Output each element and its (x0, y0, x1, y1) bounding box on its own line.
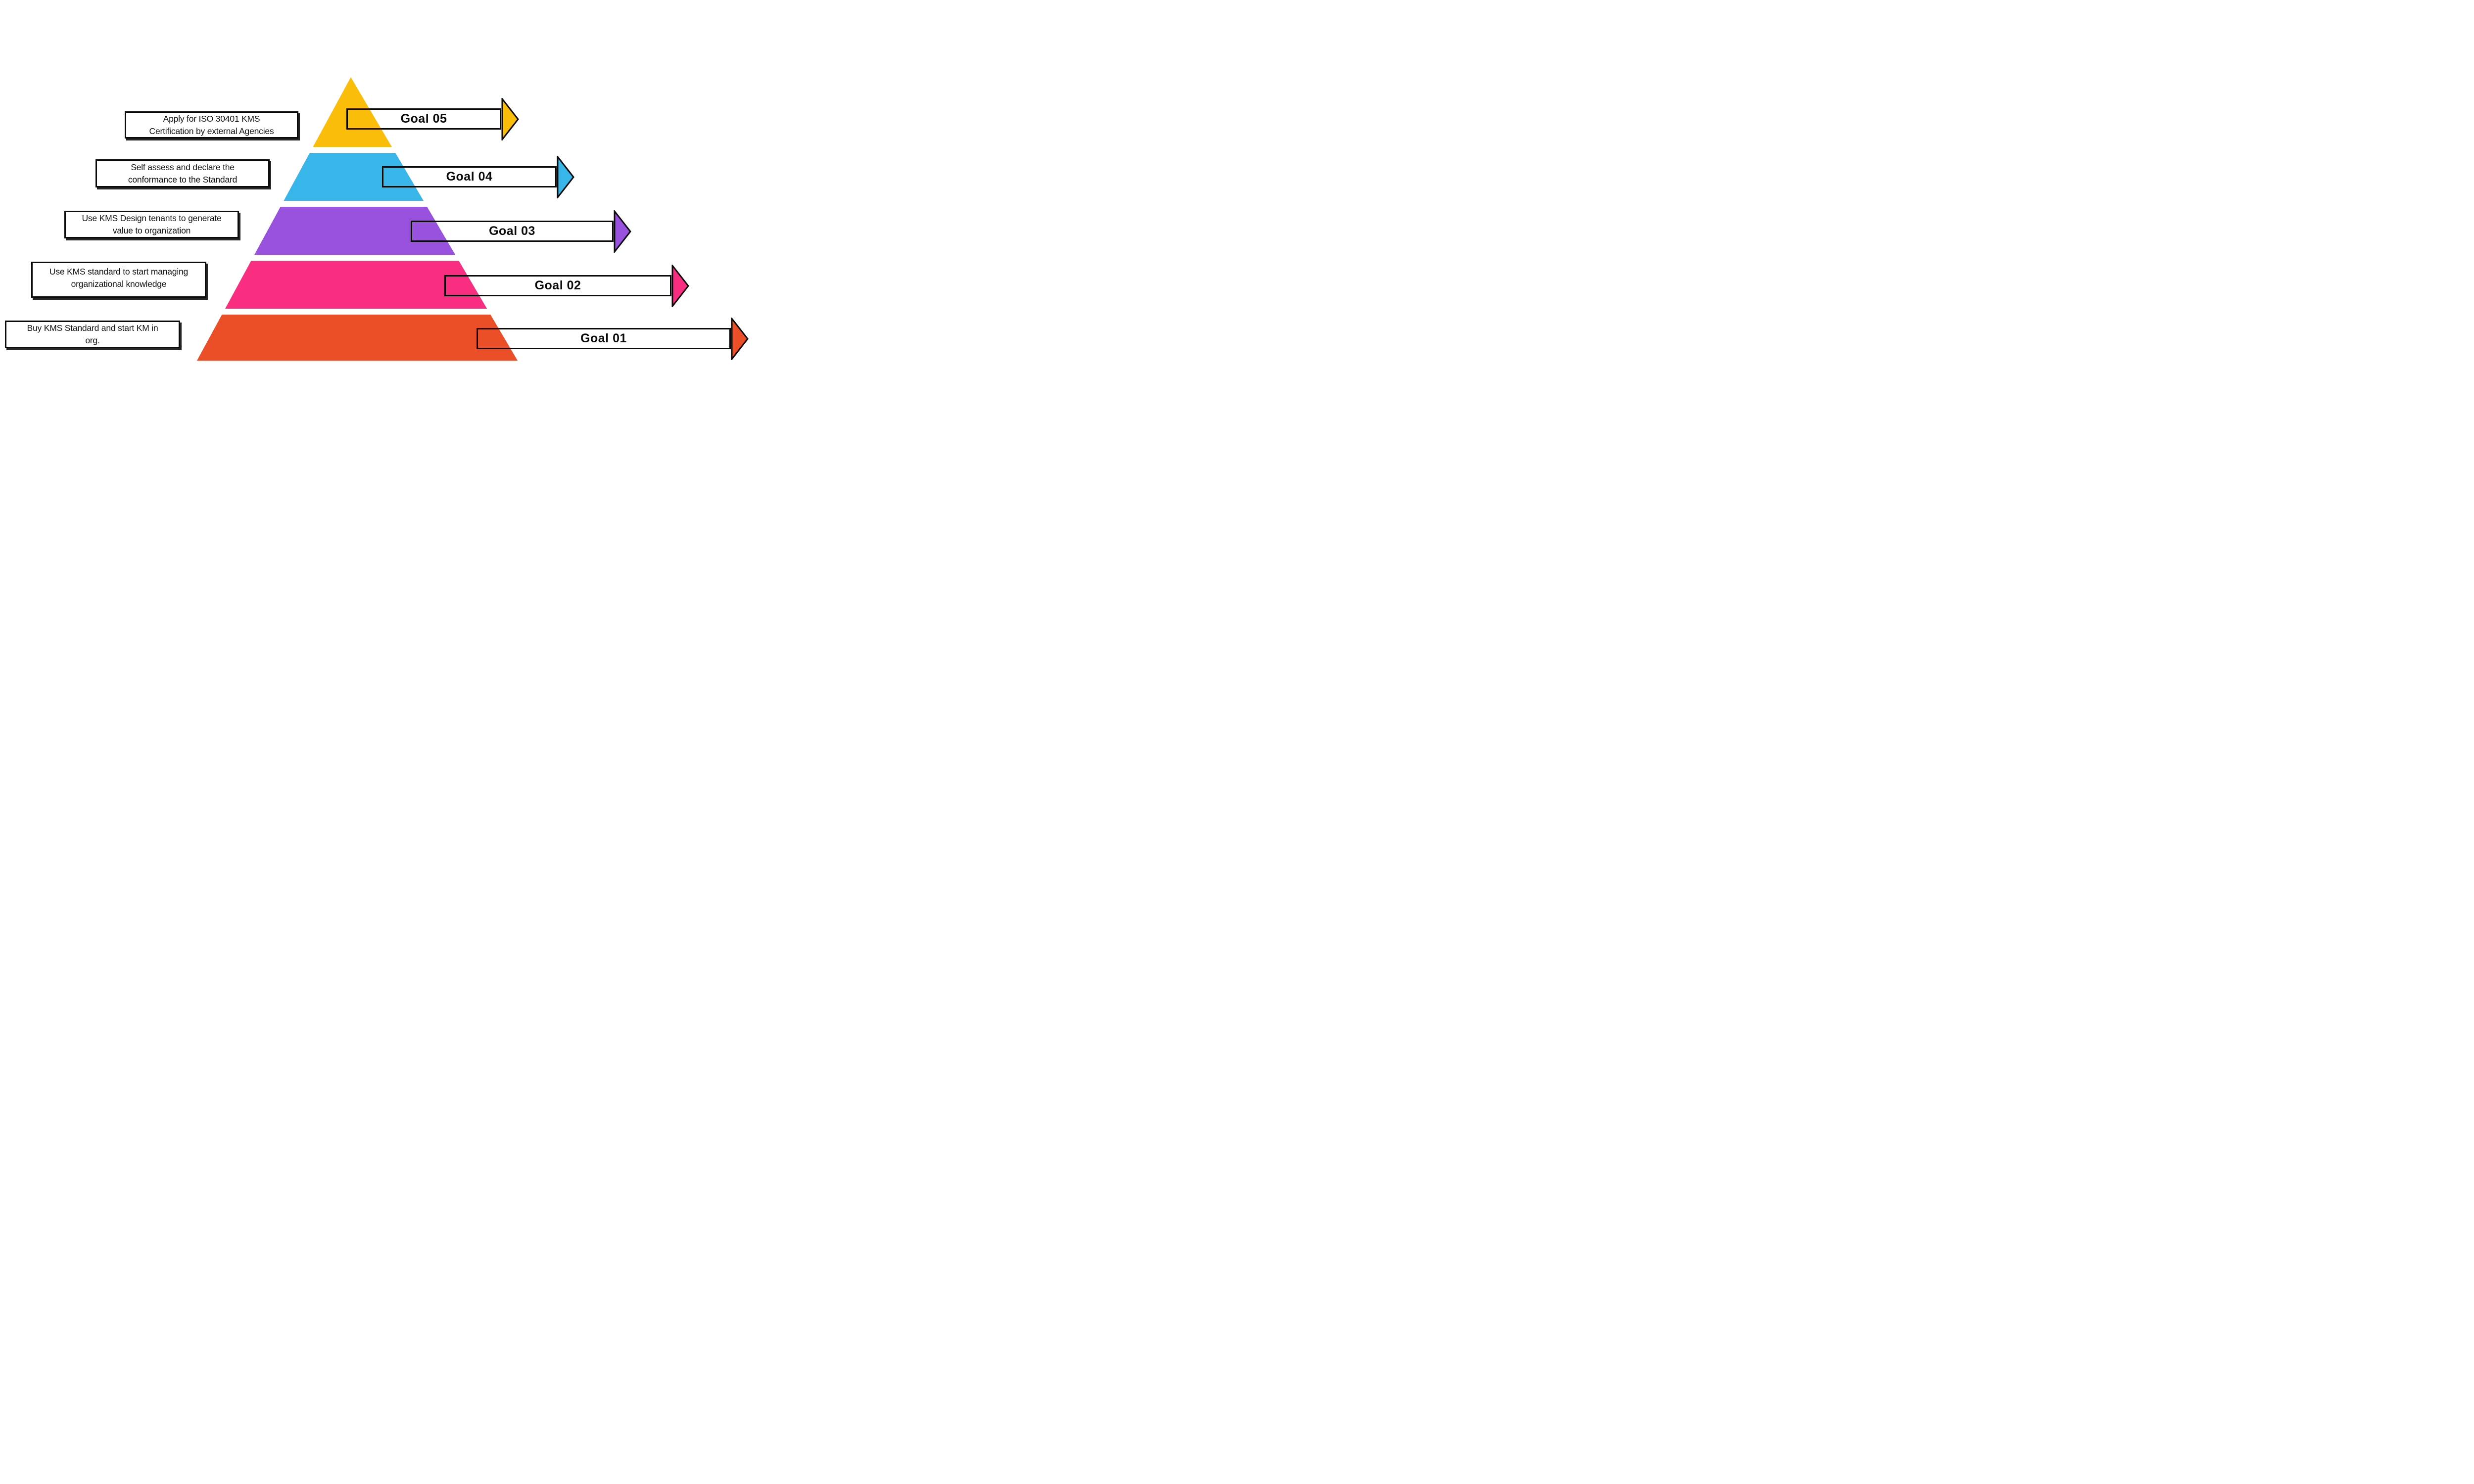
goal-04-arrowhead-icon (557, 156, 574, 198)
goal-05-arrowhead-icon (501, 98, 519, 140)
goal-02-description-line1: Use KMS standard to start managing (49, 267, 189, 277)
goal-05-description-line2: Certification by external Agencies (149, 126, 274, 136)
goal-05-description-box: Apply for ISO 30401 KMS Certification by… (125, 111, 298, 139)
goal-04-arrow: Goal 04 (382, 156, 574, 198)
goal-04-label: Goal 04 (446, 170, 493, 184)
goal-02-arrow-shaft: Goal 02 (444, 275, 671, 296)
goal-01-description-line2: org. (85, 335, 100, 345)
goal-03-description-box: Use KMS Design tenants to generate value… (64, 211, 239, 238)
goal-04-description-line2: conformance to the Standard (128, 174, 238, 185)
goal-04-arrow-shaft: Goal 04 (382, 166, 557, 187)
pyramid-goals-diagram: Goal 05 Goal 04 Goal 03 Goal 02 (0, 0, 760, 427)
goal-01-arrow-shaft: Goal 01 (476, 328, 731, 349)
pyramid (197, 77, 518, 361)
goal-02-description-box: Use KMS standard to start managing organ… (31, 262, 206, 298)
goal-03-arrowhead-icon (614, 210, 631, 253)
goal-02-label: Goal 02 (534, 278, 581, 292)
goal-05-arrow: Goal 05 (346, 98, 519, 140)
goal-01-description-box: Buy KMS Standard and start KM in org. (5, 321, 180, 348)
goal-01-label: Goal 01 (580, 331, 627, 345)
goal-01-arrow: Goal 01 (476, 318, 749, 360)
goal-02-arrowhead-icon (671, 265, 689, 307)
goal-05-description-line1: Apply for ISO 30401 KMS (163, 113, 260, 124)
goal-03-label: Goal 03 (489, 224, 535, 238)
goal-02-description-line2: organizational knowledge (71, 279, 167, 289)
pyramid-level-1 (197, 315, 518, 361)
pyramid-level-4 (284, 153, 424, 201)
goal-03-arrow: Goal 03 (411, 210, 631, 253)
goal-03-description-line2: value to organization (112, 226, 191, 235)
goal-04-description-line1: Self assess and declare the (131, 162, 235, 172)
goal-03-description-line1: Use KMS Design tenants to generate (82, 213, 222, 223)
pyramid-level-2 (225, 261, 487, 309)
goal-05-arrow-shaft: Goal 05 (346, 108, 501, 130)
goal-01-description-line1: Buy KMS Standard and start KM in (27, 323, 158, 333)
goal-05-label: Goal 05 (400, 112, 447, 126)
goal-03-arrow-shaft: Goal 03 (411, 221, 614, 242)
pyramid-level-3 (254, 207, 456, 255)
goal-02-arrow: Goal 02 (444, 265, 689, 307)
goal-01-arrowhead-icon (731, 318, 749, 360)
goal-04-description-box: Self assess and declare the conformance … (95, 159, 270, 187)
